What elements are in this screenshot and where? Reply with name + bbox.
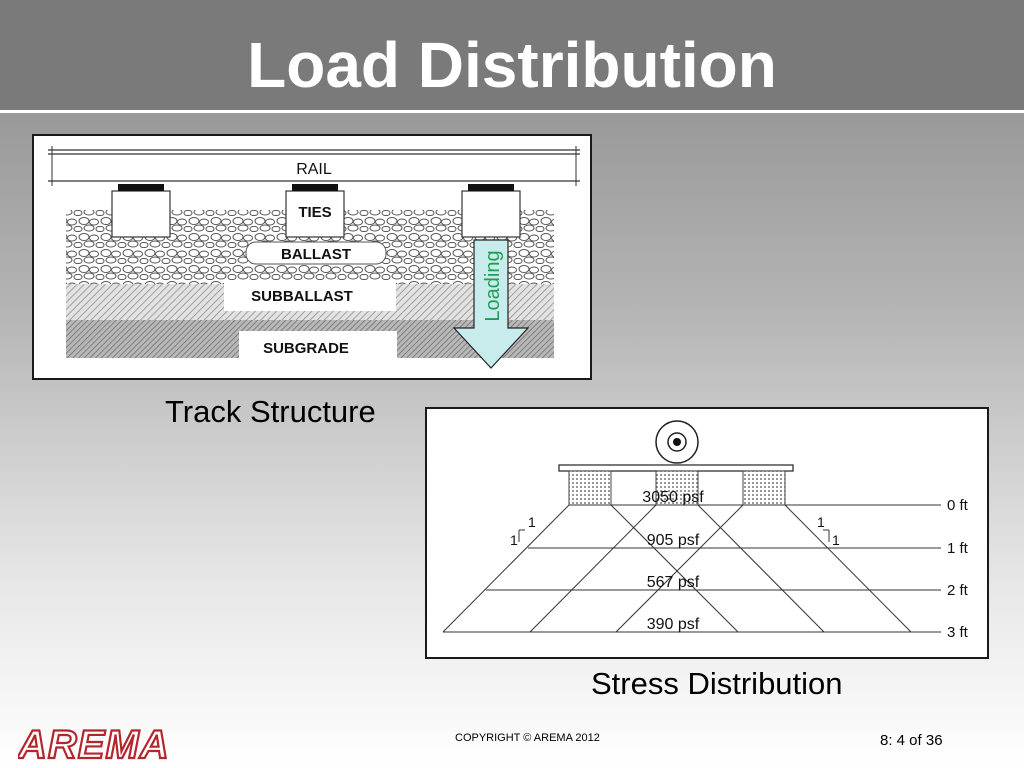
subballast-label: SUBBALLAST [251, 288, 353, 305]
ties-label: TIES [298, 204, 331, 221]
stress-distribution-figure: 1 1 1 1 3050 psf 905 psf 567 psf 390 psf… [425, 407, 989, 659]
page-number: 8: 4 of 36 [880, 732, 943, 749]
track-structure-figure: RAIL TIES BALLAST SUBBALLAST SUBGRADE Lo… [32, 134, 592, 380]
loading-arrow [452, 239, 530, 369]
tie-block [742, 470, 786, 506]
ballast-label: BALLAST [281, 246, 351, 263]
tie-plate [468, 184, 514, 191]
tie-plate [292, 184, 338, 191]
logo-text: AREMA [18, 723, 170, 764]
stress-distribution-caption: Stress Distribution [591, 666, 843, 701]
title-rule [0, 110, 1024, 113]
track-structure-diagram: RAIL TIES BALLAST SUBBALLAST SUBGRADE Lo… [48, 146, 580, 369]
slide-title: Load Distribution [247, 29, 777, 101]
depth-label-0: 0 ft [947, 497, 969, 514]
tie-block [655, 470, 699, 506]
loading-label: Loading [482, 250, 504, 321]
copyright-notice: COPYRIGHT © AREMA 2012 [455, 732, 600, 744]
rail-label: RAIL [296, 161, 332, 178]
subgrade-label: SUBGRADE [263, 340, 349, 357]
slope-run-left: 1 [510, 532, 518, 548]
tie-block [568, 470, 612, 506]
tie-left [111, 190, 171, 238]
depth-label-3: 3 ft [947, 624, 969, 641]
title-bar: Load Distribution [0, 0, 1024, 113]
track-structure-caption: Track Structure [165, 394, 376, 429]
depth-label-2: 2 ft [947, 582, 969, 599]
stress-label-2: 567 psf [647, 574, 700, 591]
tie-right [461, 190, 521, 238]
slope-run-right: 1 [832, 532, 840, 548]
stress-label-3: 390 psf [647, 616, 700, 633]
depth-label-1: 1 ft [947, 540, 969, 557]
arema-logo: AREMA [18, 722, 170, 764]
stress-label-1: 905 psf [647, 532, 700, 549]
rail-base [558, 464, 794, 472]
stress-label-0: 3050 psf [642, 489, 704, 506]
stress-distribution-diagram: 1 1 1 1 3050 psf 905 psf 567 psf 390 psf… [442, 420, 969, 641]
slope-rise-right: 1 [817, 514, 825, 530]
slope-rise-left: 1 [528, 514, 536, 530]
tie-plate [118, 184, 164, 191]
